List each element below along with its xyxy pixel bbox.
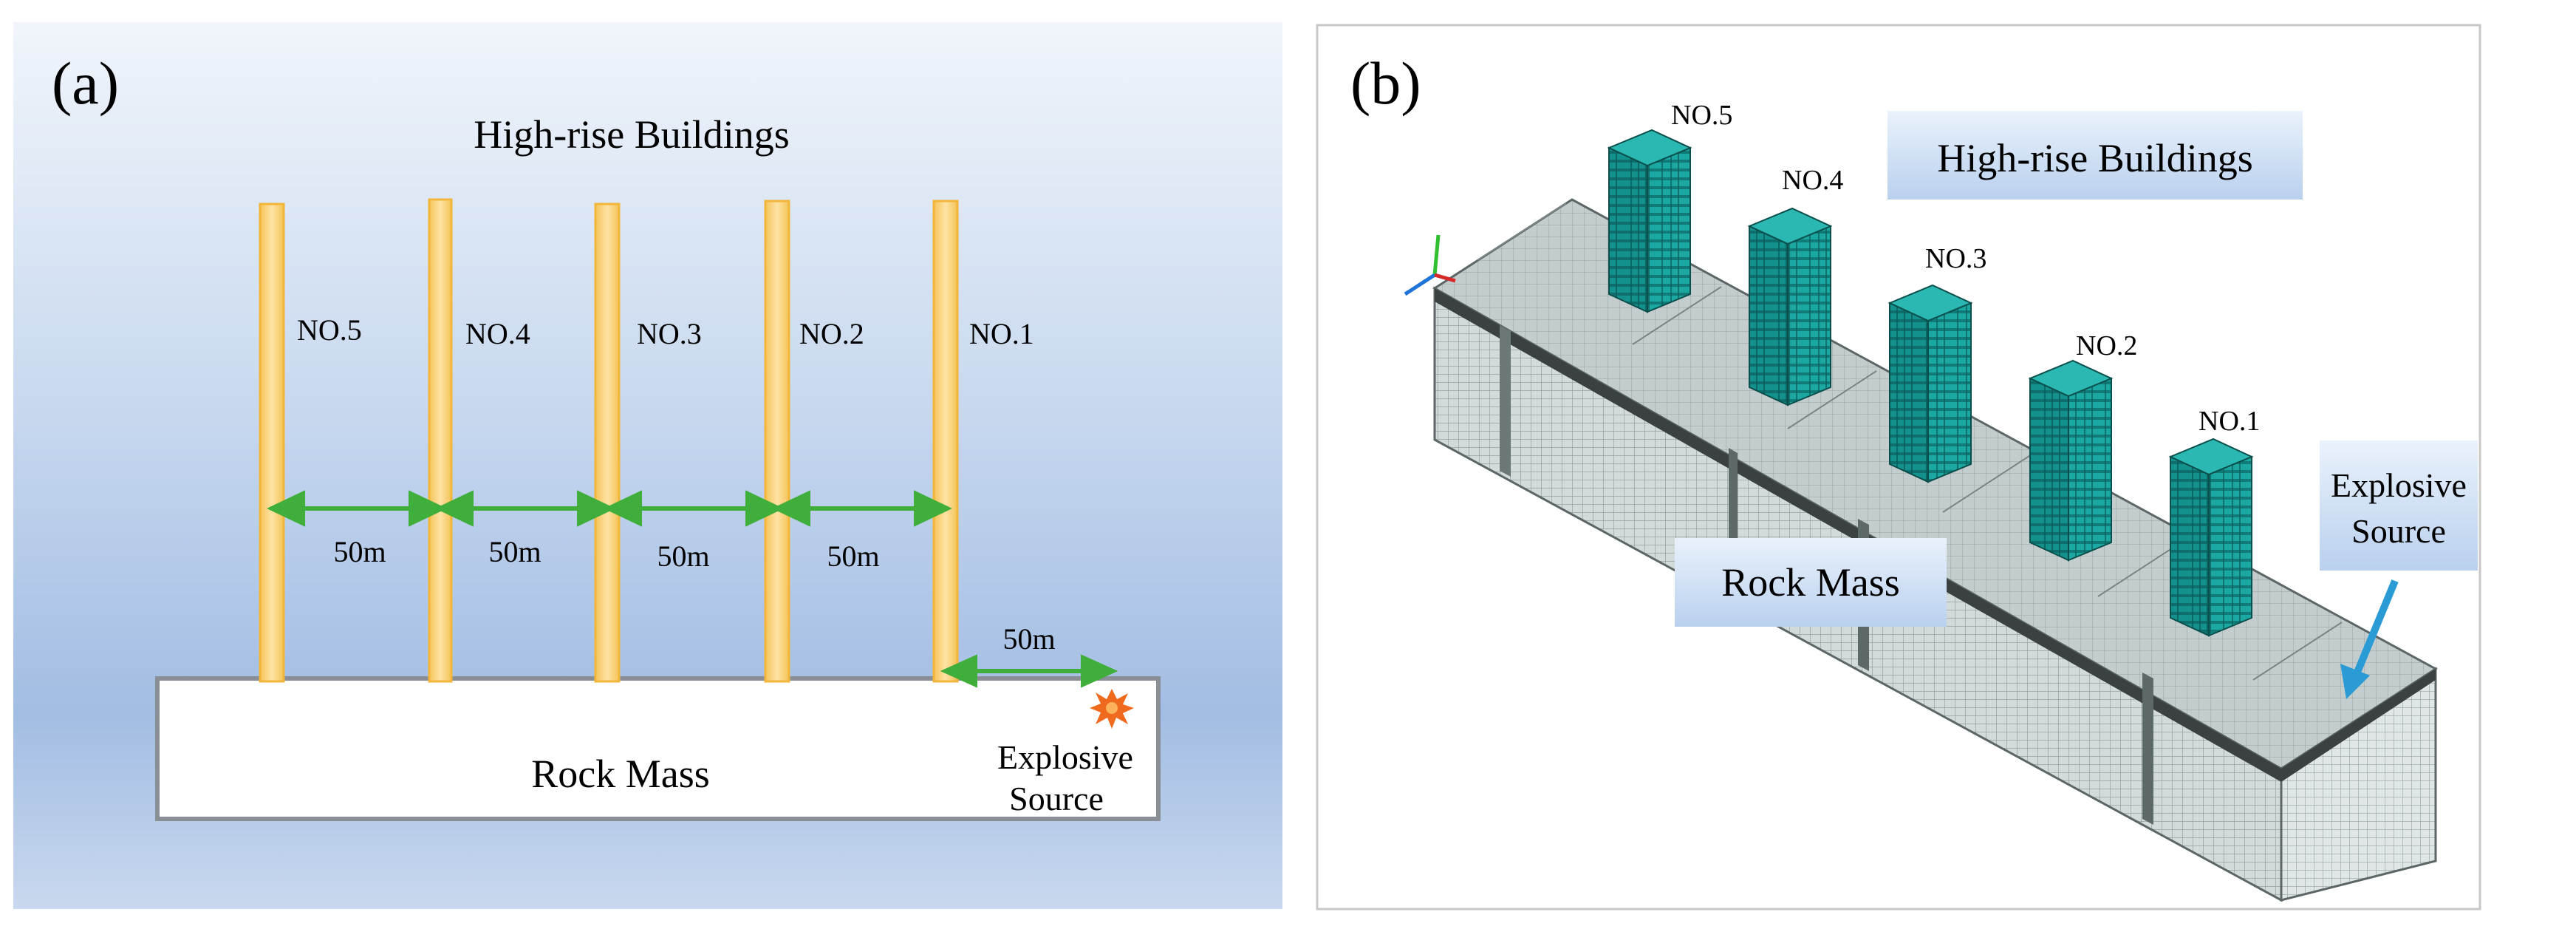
building-label: NO.2	[799, 317, 864, 350]
model-building-label: NO.5	[1671, 100, 1732, 131]
panel-b-label: (b)	[1350, 50, 1421, 117]
callout-explosive: Explosive Source	[2320, 440, 2478, 571]
model-building-label: NO.3	[1925, 243, 1986, 274]
explosion-icon	[1090, 689, 1134, 729]
panel-a-title: High-rise Buildings	[474, 112, 790, 157]
panel-b: (b)	[1316, 24, 2481, 911]
building-no4: NO.4	[428, 198, 530, 683]
building-label: NO.3	[637, 317, 702, 350]
rock-mass-block	[155, 676, 1161, 821]
rock-mass-label: Rock Mass	[531, 752, 710, 796]
model-building-no3: NO.3	[1887, 243, 1986, 483]
spacing-arrows	[267, 490, 1118, 688]
model-building-label: NO.4	[1782, 165, 1843, 196]
building-label: NO.5	[297, 313, 362, 347]
model-building-no4: NO.4	[1747, 165, 1843, 406]
model-building-no2: NO.2	[2028, 330, 2137, 562]
callout-explosive-line2: Source	[2351, 512, 2446, 550]
building-no1: NO.1	[932, 200, 1034, 683]
explosive-pointer-arrow	[2340, 579, 2399, 699]
callout-rock-mass-label: Rock Mass	[1721, 560, 1900, 605]
callout-explosive-line1: Explosive	[2331, 466, 2467, 504]
source-distance-label: 50m	[1002, 622, 1055, 656]
spacing-label: 50m	[488, 535, 541, 568]
model-building-no5: NO.5	[1607, 100, 1732, 313]
callout-rock-mass: Rock Mass	[1675, 538, 1947, 627]
building-no5: NO.5	[259, 203, 362, 683]
building-no3: NO.3	[594, 203, 702, 683]
spacing-label: 50m	[657, 540, 709, 573]
explosive-label-line1: Explosive	[997, 738, 1133, 776]
panel-a: (a) High-rise Buildings Rock Mass NO.5 N…	[13, 22, 1282, 909]
building-no2: NO.2	[764, 200, 864, 683]
callout-high-rise-label: High-rise Buildings	[1937, 136, 2253, 180]
axis-triad-icon	[1404, 234, 1456, 296]
building-label: NO.4	[465, 317, 530, 350]
callout-high-rise: High-rise Buildings	[1887, 111, 2303, 200]
model-building-no1: NO.1	[2168, 406, 2260, 637]
panel-a-label: (a)	[52, 50, 119, 117]
spacing-label: 50m	[827, 540, 879, 573]
building-label: NO.1	[969, 317, 1034, 350]
spacing-label: 50m	[333, 535, 386, 568]
explosive-label-line2: Source	[1009, 780, 1104, 817]
model-building-label: NO.2	[2076, 330, 2137, 361]
model-building-label: NO.1	[2199, 406, 2260, 437]
